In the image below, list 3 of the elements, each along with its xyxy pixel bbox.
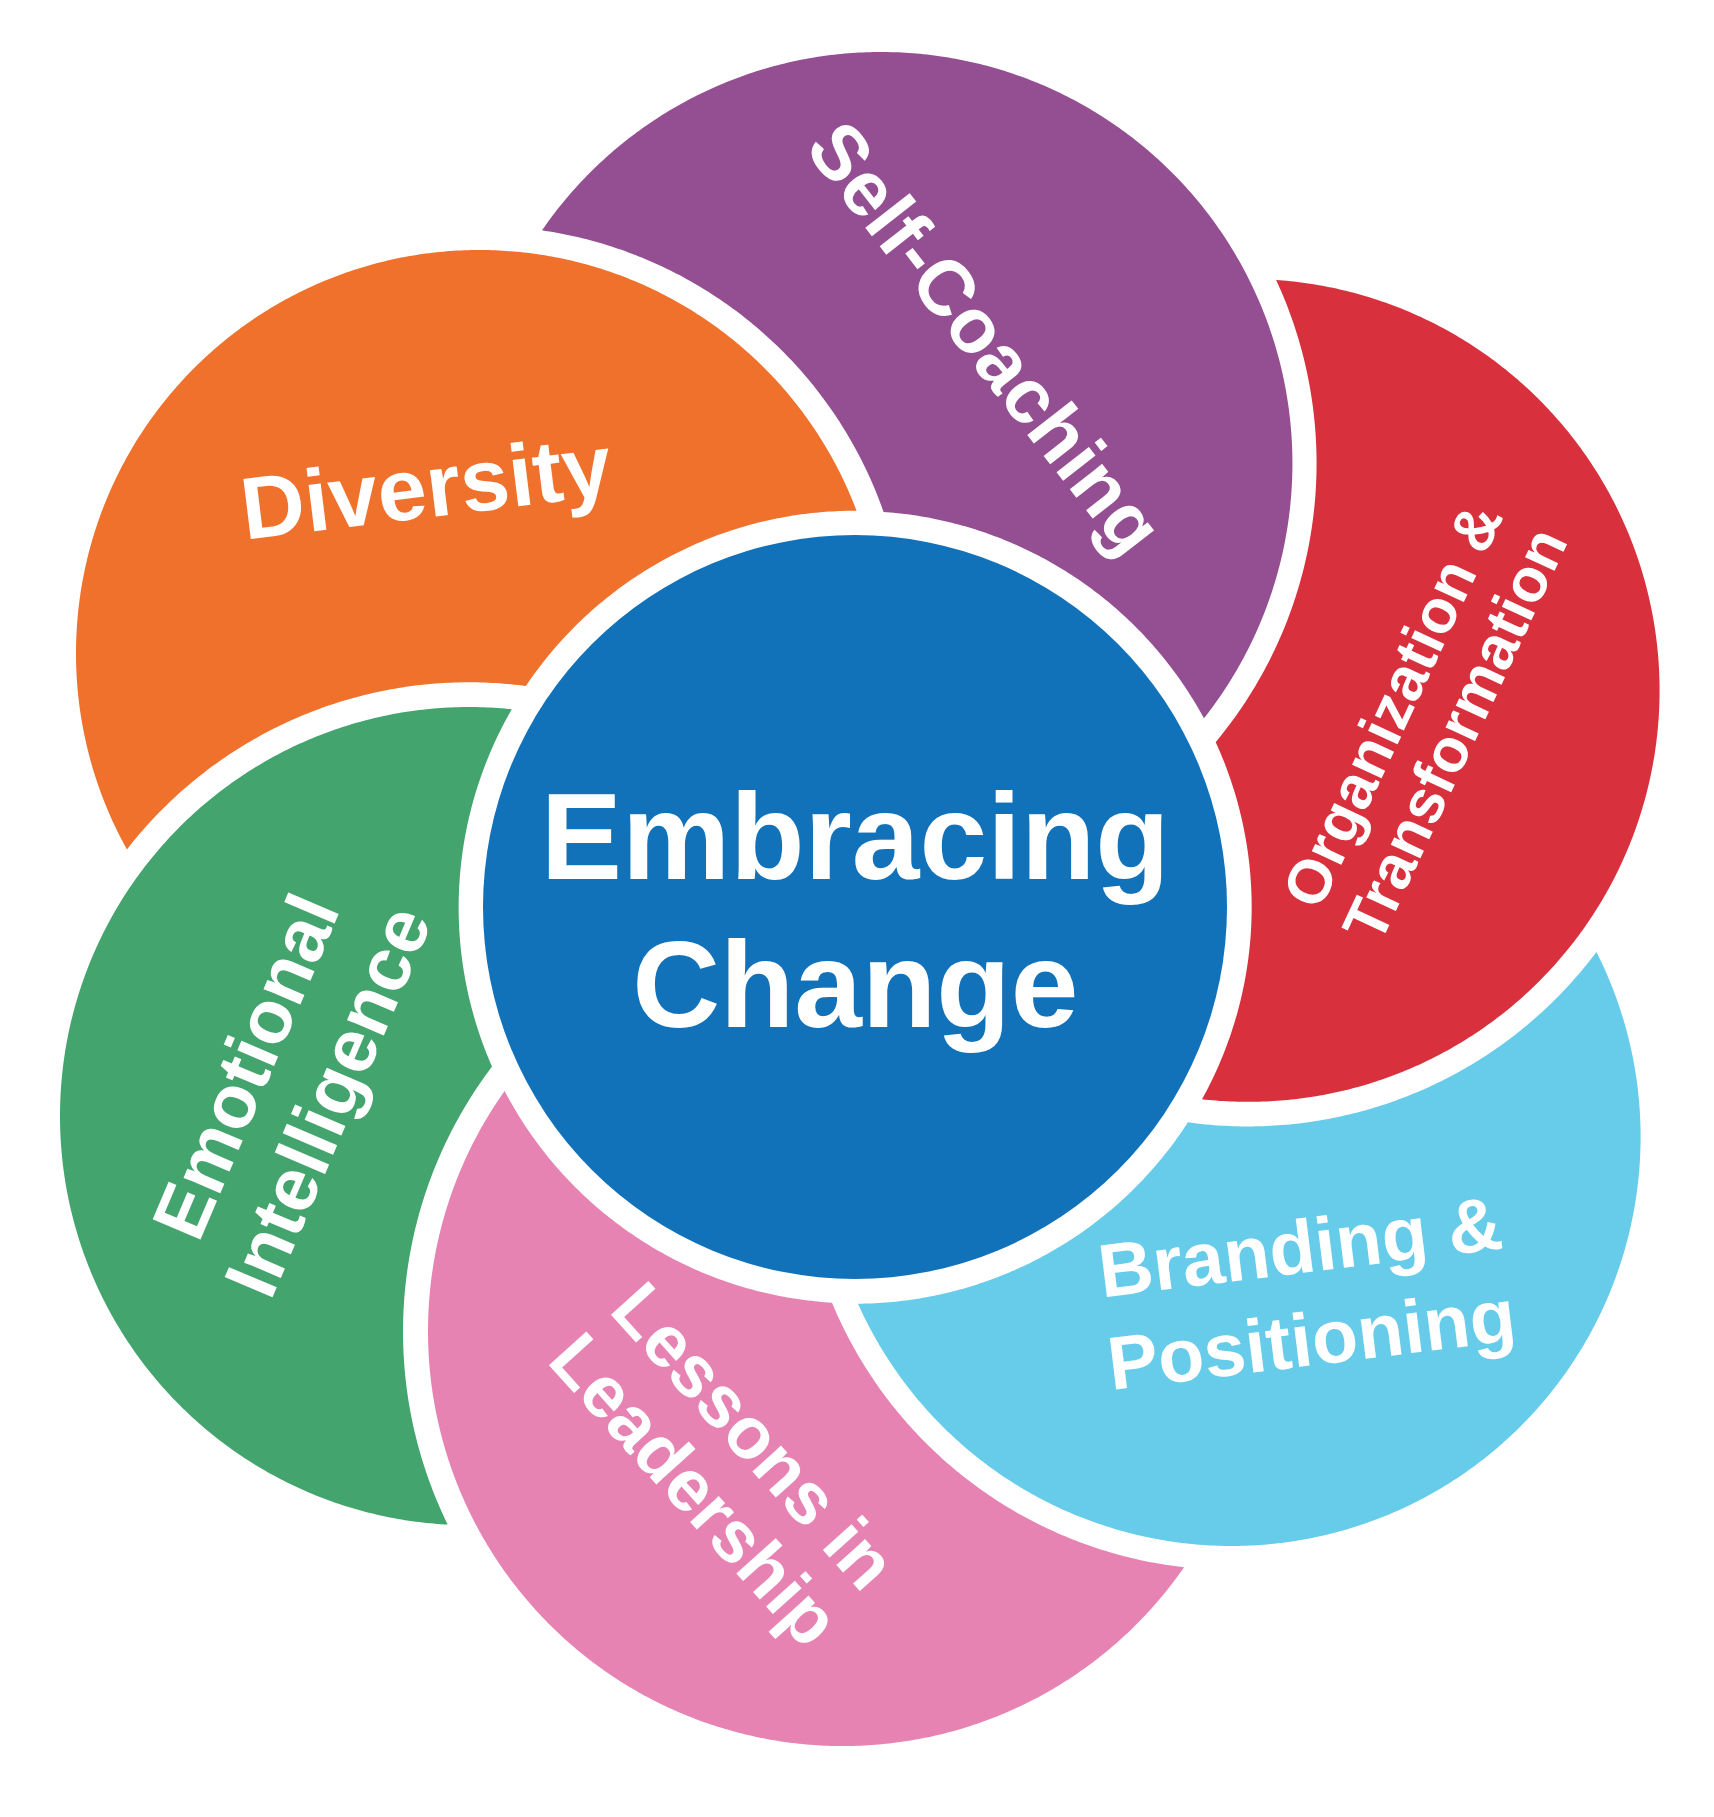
petal-label: Diversity <box>235 413 618 560</box>
petal-label: Branding & Positioning <box>1092 1180 1522 1409</box>
center-title: Embracing Change <box>539 767 1171 1055</box>
